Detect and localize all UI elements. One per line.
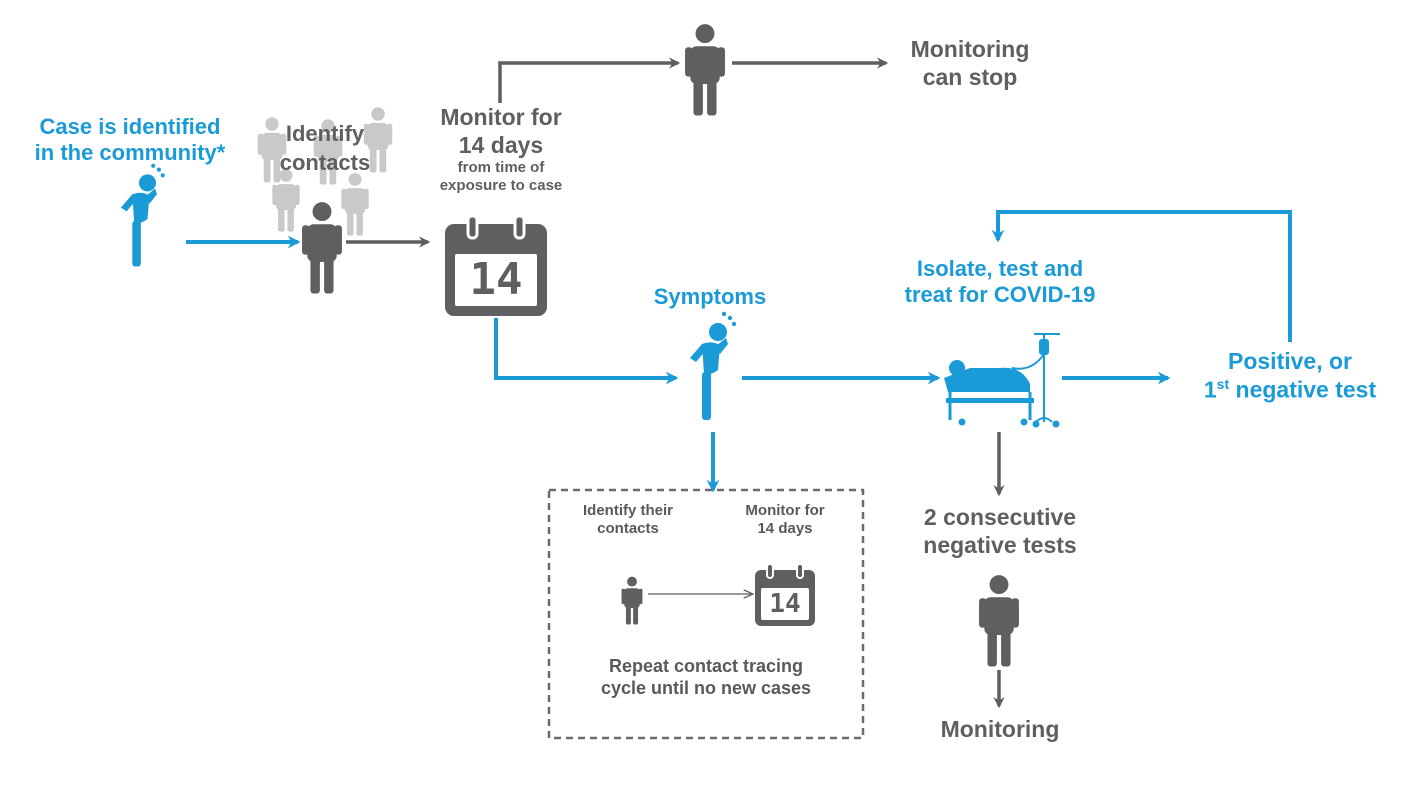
positive-line1: Positive, or <box>1228 348 1352 374</box>
identify-contacts-label: Identify contacts <box>260 120 390 177</box>
positive-line2-num: 1 <box>1203 376 1217 403</box>
box-repeat-line1: Repeat contact tracing <box>608 656 804 676</box>
monitor-line4: exposure to case <box>439 177 563 195</box>
consecutive-negative-tests-label: 2 consecutive negative tests <box>890 504 1110 559</box>
arrow-calendar-to-symptoms <box>494 318 679 385</box>
person-icon <box>685 24 725 116</box>
calendar-number: 14 <box>469 254 523 305</box>
box-identify-line1: Identify their <box>582 502 673 519</box>
contact-person-icon <box>302 202 342 294</box>
symptoms-label: Symptoms <box>653 284 767 309</box>
arrow-to-monitoring-stop-person <box>498 57 681 103</box>
monitoring-can-stop-label: Monitoring can stop <box>880 36 1060 91</box>
isolate-line1: Isolate, test and <box>916 256 1084 281</box>
positive-line2-rest: negative test <box>1229 376 1377 403</box>
positive-or-negative-label: Positive, or 1st negative test <box>1180 348 1400 404</box>
positive-line2: 1st negative test <box>1180 376 1400 404</box>
monitor-line2: 14 days <box>458 131 544 158</box>
monitoring-bottom-label: Monitoring <box>940 716 1060 742</box>
case-identified-line1: Case is identified <box>39 114 221 139</box>
isolate-line2: treat for COVID-19 <box>904 282 1096 308</box>
isolate-test-treat-label: Isolate, test and treat for COVID-19 <box>870 256 1130 309</box>
box-monitor-line1: Monitor for <box>745 502 825 519</box>
case-identified-label: Case is identified in the community* <box>10 114 250 167</box>
case-identified-line2: in the community* <box>34 140 226 166</box>
identify-contacts-line2: contacts <box>279 149 371 175</box>
person-icon-recovered <box>979 575 1019 667</box>
monitor-line1: Monitor for <box>440 104 562 130</box>
identify-contacts-line1: Identify <box>285 121 365 146</box>
consecutive-line2: negative tests <box>923 531 1077 558</box>
hospital-bed-icon <box>944 360 1034 426</box>
box-calendar-icon <box>755 563 815 626</box>
box-person-icon <box>621 576 643 625</box>
box-monitor-label: Monitor for 14 days <box>730 502 840 538</box>
box-calendar-number: 14 <box>769 589 801 619</box>
calendar-icon <box>445 214 547 316</box>
monitoring-stop-line1: Monitoring <box>910 36 1030 62</box>
symptoms-coughing-person-icon <box>690 311 737 420</box>
box-identify-label: Identify their contacts <box>568 502 688 538</box>
coughing-person-icon <box>120 163 165 267</box>
box-monitor-line2: 14 days <box>757 520 813 537</box>
iv-drip-icon <box>1011 333 1060 428</box>
monitor-line3: from time of <box>457 159 545 177</box>
positive-line2-sup: st <box>1216 375 1230 392</box>
repeat-cycle-box <box>547 488 865 740</box>
monitor-14-days-label: Monitor for 14 days from time of exposur… <box>411 104 591 195</box>
box-repeat-line2: cycle until no new cases <box>600 677 812 698</box>
arrow-loop-back-to-isolate <box>991 210 1292 342</box>
box-repeat-label: Repeat contact tracing cycle until no ne… <box>560 656 852 699</box>
box-identify-line2: contacts <box>597 520 659 537</box>
consecutive-line1: 2 consecutive <box>923 504 1077 530</box>
monitoring-stop-line2: can stop <box>922 63 1018 90</box>
